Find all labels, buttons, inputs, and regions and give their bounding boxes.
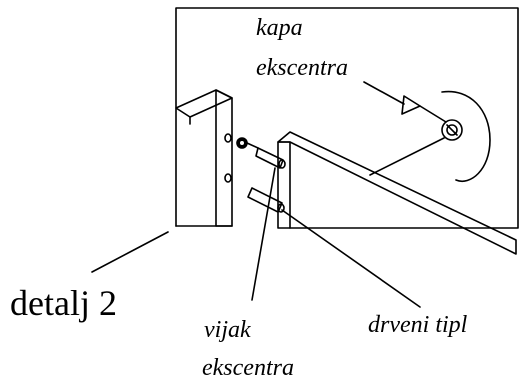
label-vijak-line2: ekscentra <box>202 355 294 381</box>
label-detalj: detalj 2 <box>10 283 117 323</box>
back-wall <box>175 7 519 229</box>
hole-upper <box>224 133 232 143</box>
side-panel-face <box>215 89 233 227</box>
hole-lower <box>224 173 232 183</box>
tipl-leader <box>281 209 421 308</box>
label-kapa-line1: kapa <box>256 15 303 41</box>
label-kapa-line2: ekscentra <box>256 55 348 81</box>
label-drveni-tipl: drveni tipl <box>368 312 468 338</box>
shelf-top <box>277 131 517 255</box>
shelf-front <box>277 141 291 229</box>
dowel <box>247 187 283 213</box>
rotation-arrowhead <box>401 95 421 115</box>
cap-leader <box>369 137 445 176</box>
rotation-arc <box>441 90 491 182</box>
detalj-leader <box>91 231 169 273</box>
label-vijak-line1: vijak <box>204 317 251 343</box>
vijak-leader <box>251 167 276 301</box>
